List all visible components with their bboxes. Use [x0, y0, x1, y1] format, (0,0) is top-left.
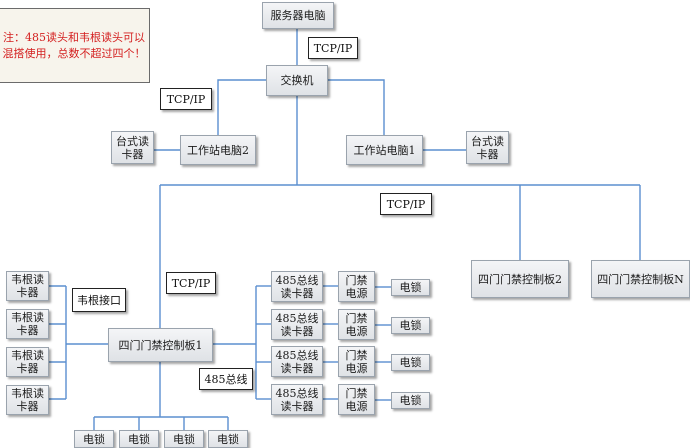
rs485-card-reader: 485总线 读卡器: [271, 384, 323, 415]
door-power-supply: 门禁 电源: [338, 309, 375, 340]
network-switch: 交换机: [266, 65, 328, 96]
tcpip-label-left: TCP/IP: [160, 88, 212, 110]
electric-lock: 电锁: [391, 317, 430, 334]
tcpip-label-mid: TCP/IP: [380, 193, 432, 215]
electric-lock: 电锁: [208, 430, 248, 448]
door-power-supply: 门禁 电源: [338, 384, 375, 415]
compatibility-note: 注：485读头和韦根读头可以 混搭使用，总数不超过四个！: [0, 8, 150, 83]
rs485-card-reader: 485总线 读卡器: [271, 346, 323, 377]
wiegand-reader: 韦根读 卡器: [6, 385, 49, 415]
rs485-card-reader: 485总线 读卡器: [271, 271, 323, 302]
electric-lock: 电锁: [391, 392, 430, 409]
server-computer: 服务器电脑: [262, 2, 334, 29]
wiegand-reader: 韦根读 卡器: [6, 271, 49, 301]
electric-lock: 电锁: [391, 279, 430, 296]
electric-lock: 电锁: [119, 430, 159, 448]
workstation-computer-2: 工作站电脑2: [180, 135, 256, 165]
rs485-card-reader: 485总线 读卡器: [271, 309, 323, 340]
four-door-controller-n: 四门门禁控制板N: [591, 260, 690, 298]
four-door-controller-1: 四门门禁控制板1: [108, 328, 213, 362]
rs485-bus-label: 485总线: [199, 368, 253, 390]
door-power-supply: 门禁 电源: [338, 271, 375, 302]
door-power-supply: 门禁 电源: [338, 346, 375, 377]
electric-lock: 电锁: [74, 430, 114, 448]
wiegand-reader: 韦根读 卡器: [6, 347, 49, 377]
tcpip-label-top: TCP/IP: [308, 37, 358, 59]
desk-card-reader-left: 台式读 卡器: [111, 131, 154, 164]
tcpip-label-controller: TCP/IP: [166, 272, 216, 294]
desk-card-reader-right: 台式读 卡器: [466, 131, 509, 164]
workstation-computer-1: 工作站电脑1: [346, 135, 423, 165]
wiegand-reader: 韦根读 卡器: [6, 309, 49, 339]
four-door-controller-2: 四门门禁控制板2: [471, 260, 569, 298]
electric-lock: 电锁: [391, 354, 430, 371]
electric-lock: 电锁: [164, 430, 204, 448]
wiegand-port-label: 韦根接口: [72, 288, 126, 312]
